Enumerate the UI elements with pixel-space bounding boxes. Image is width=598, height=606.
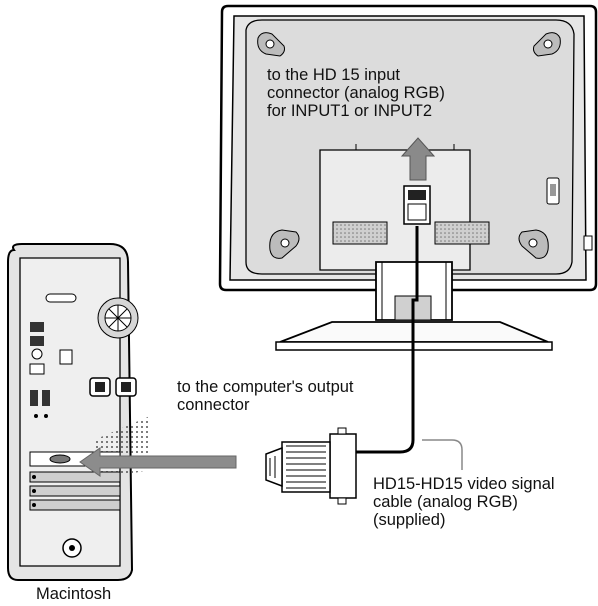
computer-tower xyxy=(7,243,150,581)
computer-output-label: to the computer's output connector xyxy=(177,378,354,414)
video-cable xyxy=(356,226,463,470)
power-socket-icon xyxy=(89,377,137,397)
input-arrow-icon xyxy=(400,137,436,181)
monitor-input-label: to the HD 15 input connector (analog RGB… xyxy=(267,66,445,120)
hd15-connector-icon xyxy=(265,427,357,505)
computer-name-label: Macintosh xyxy=(36,585,112,603)
video-port-icon xyxy=(49,454,71,464)
screw-boss-icon xyxy=(257,32,561,259)
fan-icon xyxy=(97,297,139,339)
monitor xyxy=(218,4,598,292)
connect-arrow-icon xyxy=(79,447,237,477)
cable-label: HD15-HD15 video signal cable (analog RGB… xyxy=(373,475,555,529)
